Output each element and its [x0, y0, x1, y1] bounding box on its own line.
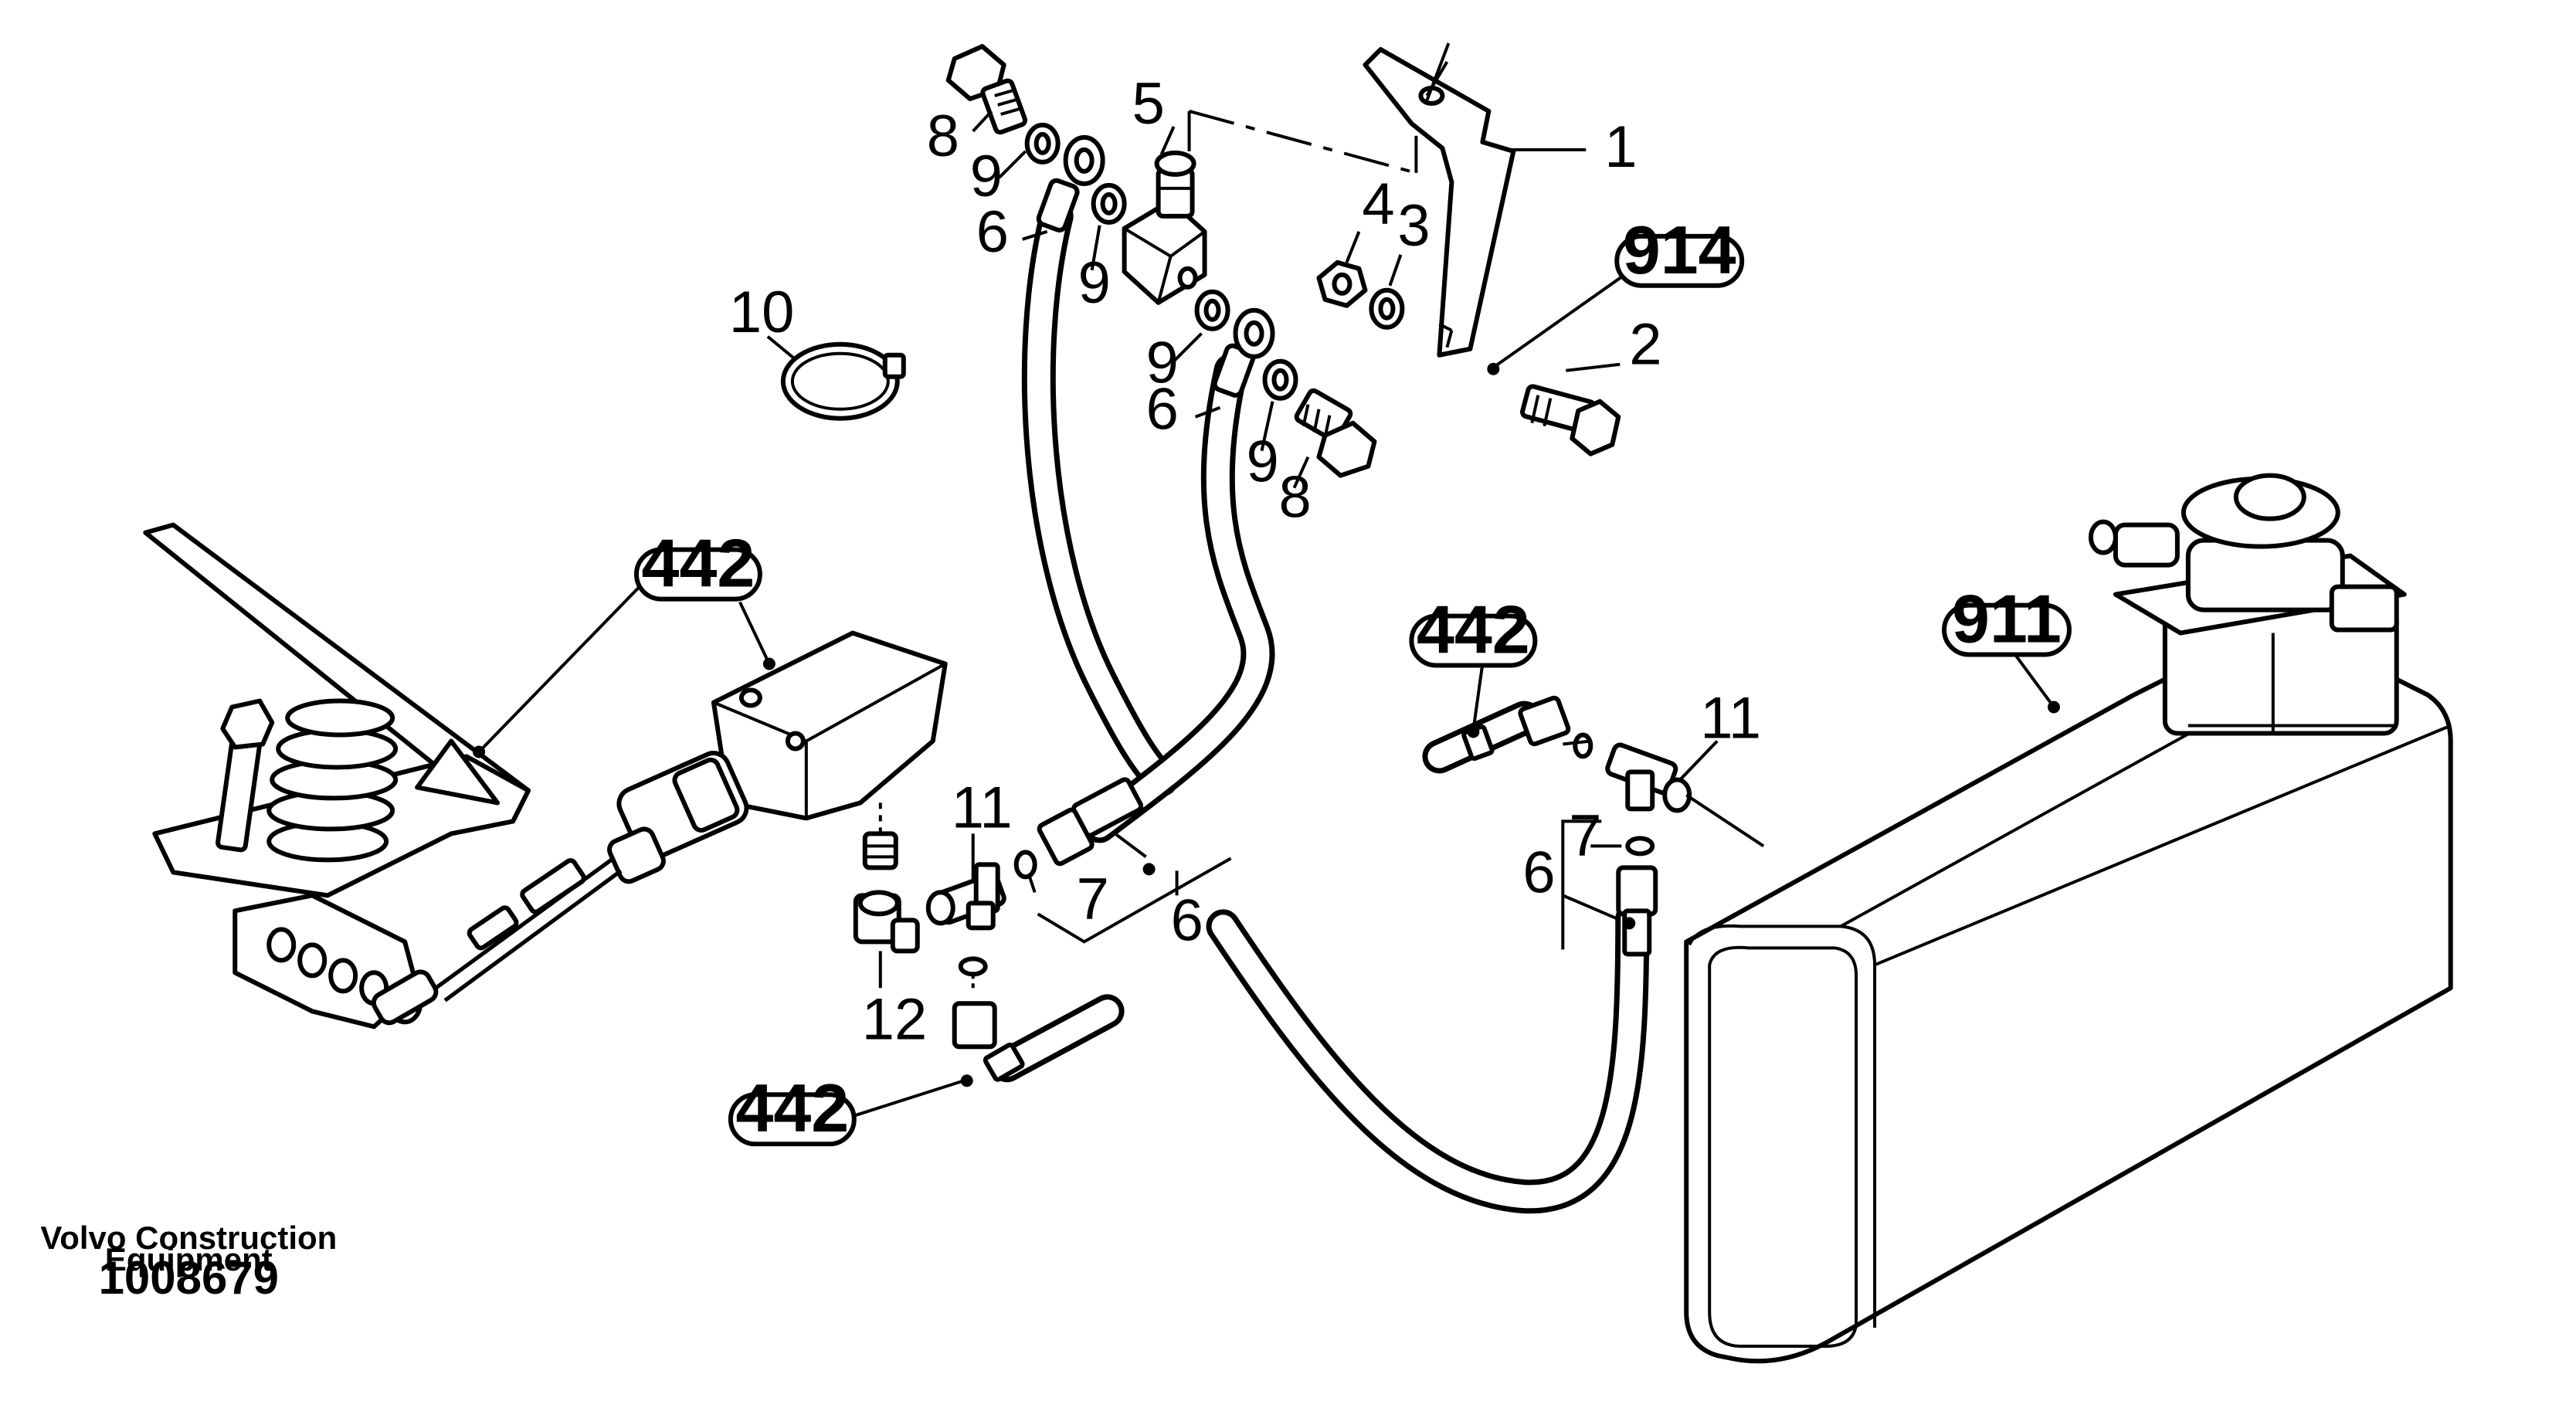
- reference-911-label: 911: [1952, 581, 2062, 657]
- tee-fitting-right: [1605, 742, 1692, 813]
- reference-442-bottom: 442: [728, 1070, 857, 1146]
- callout-5: 5: [1132, 71, 1165, 137]
- o-ring-left: [958, 850, 1037, 977]
- reference-dots: [473, 362, 2060, 1087]
- reference-914-label: 914: [1623, 212, 1736, 288]
- callout-6-middle: 6: [1146, 377, 1179, 443]
- callout-11-left: 11: [952, 775, 1013, 840]
- callout-9-d: 9: [1247, 429, 1279, 495]
- reference-442-right-label: 442: [1417, 592, 1530, 668]
- company-name-line1: Volvo Construction: [40, 1220, 337, 1256]
- callout-9-b: 9: [1078, 250, 1111, 316]
- callout-7-left: 7: [1077, 866, 1109, 931]
- banjo-bolts-and-washers: [945, 43, 1377, 478]
- leader-lines: [477, 60, 2055, 1118]
- hex-nut: [1316, 260, 1368, 308]
- callout-3: 3: [1397, 193, 1430, 259]
- hose-clamp: [780, 341, 906, 421]
- hydraulic-tank: [1684, 473, 2453, 1364]
- callout-8-top: 8: [927, 103, 959, 169]
- footer: Volvo Construction Equipment 1008679: [40, 1220, 337, 1304]
- valve-block: [1122, 150, 1207, 305]
- reference-442-bottom-label: 442: [735, 1070, 849, 1146]
- callout-2: 2: [1629, 312, 1661, 378]
- callout-6-right: 6: [1522, 840, 1555, 905]
- part-callouts: 1 2 3 4 5 6 6 6 6 7 7 8 8 9 9 9 9 10 11 …: [729, 71, 1761, 1052]
- company-name-line2: Equipment: [105, 1241, 273, 1277]
- document-number: 1008679: [99, 1252, 279, 1304]
- hose-end-fittings: [952, 134, 1658, 1082]
- reference-914: 914: [1614, 212, 1745, 288]
- callout-4: 4: [1362, 171, 1394, 237]
- callout-6-lower: 6: [1171, 887, 1203, 953]
- reference-442-pedal: 442: [633, 525, 762, 602]
- callout-12: 12: [862, 986, 927, 1052]
- callout-11-right: 11: [1700, 685, 1761, 751]
- tee-fitting-left: [925, 862, 1006, 931]
- callout-9-c: 9: [1146, 331, 1179, 396]
- callout-10: 10: [729, 280, 794, 345]
- callout-9-a: 9: [970, 144, 1003, 209]
- hydraulic-hoses: [989, 198, 1650, 1214]
- elbow-fitting: [853, 831, 920, 954]
- callout-8-middle: 8: [1279, 465, 1312, 531]
- callout-6-top: 6: [976, 199, 1009, 265]
- reference-911: 911: [1942, 581, 2072, 657]
- callout-1: 1: [1604, 114, 1637, 180]
- brake-pedal-assembly: [143, 522, 948, 1030]
- reference-442-pedal-label: 442: [642, 525, 755, 602]
- callout-7-right: 7: [1569, 802, 1601, 868]
- o-ring-right: [1573, 732, 1655, 857]
- reference-442-right: 442: [1409, 592, 1538, 668]
- hex-bolt: [1520, 384, 1621, 456]
- flat-washer: [1369, 287, 1405, 330]
